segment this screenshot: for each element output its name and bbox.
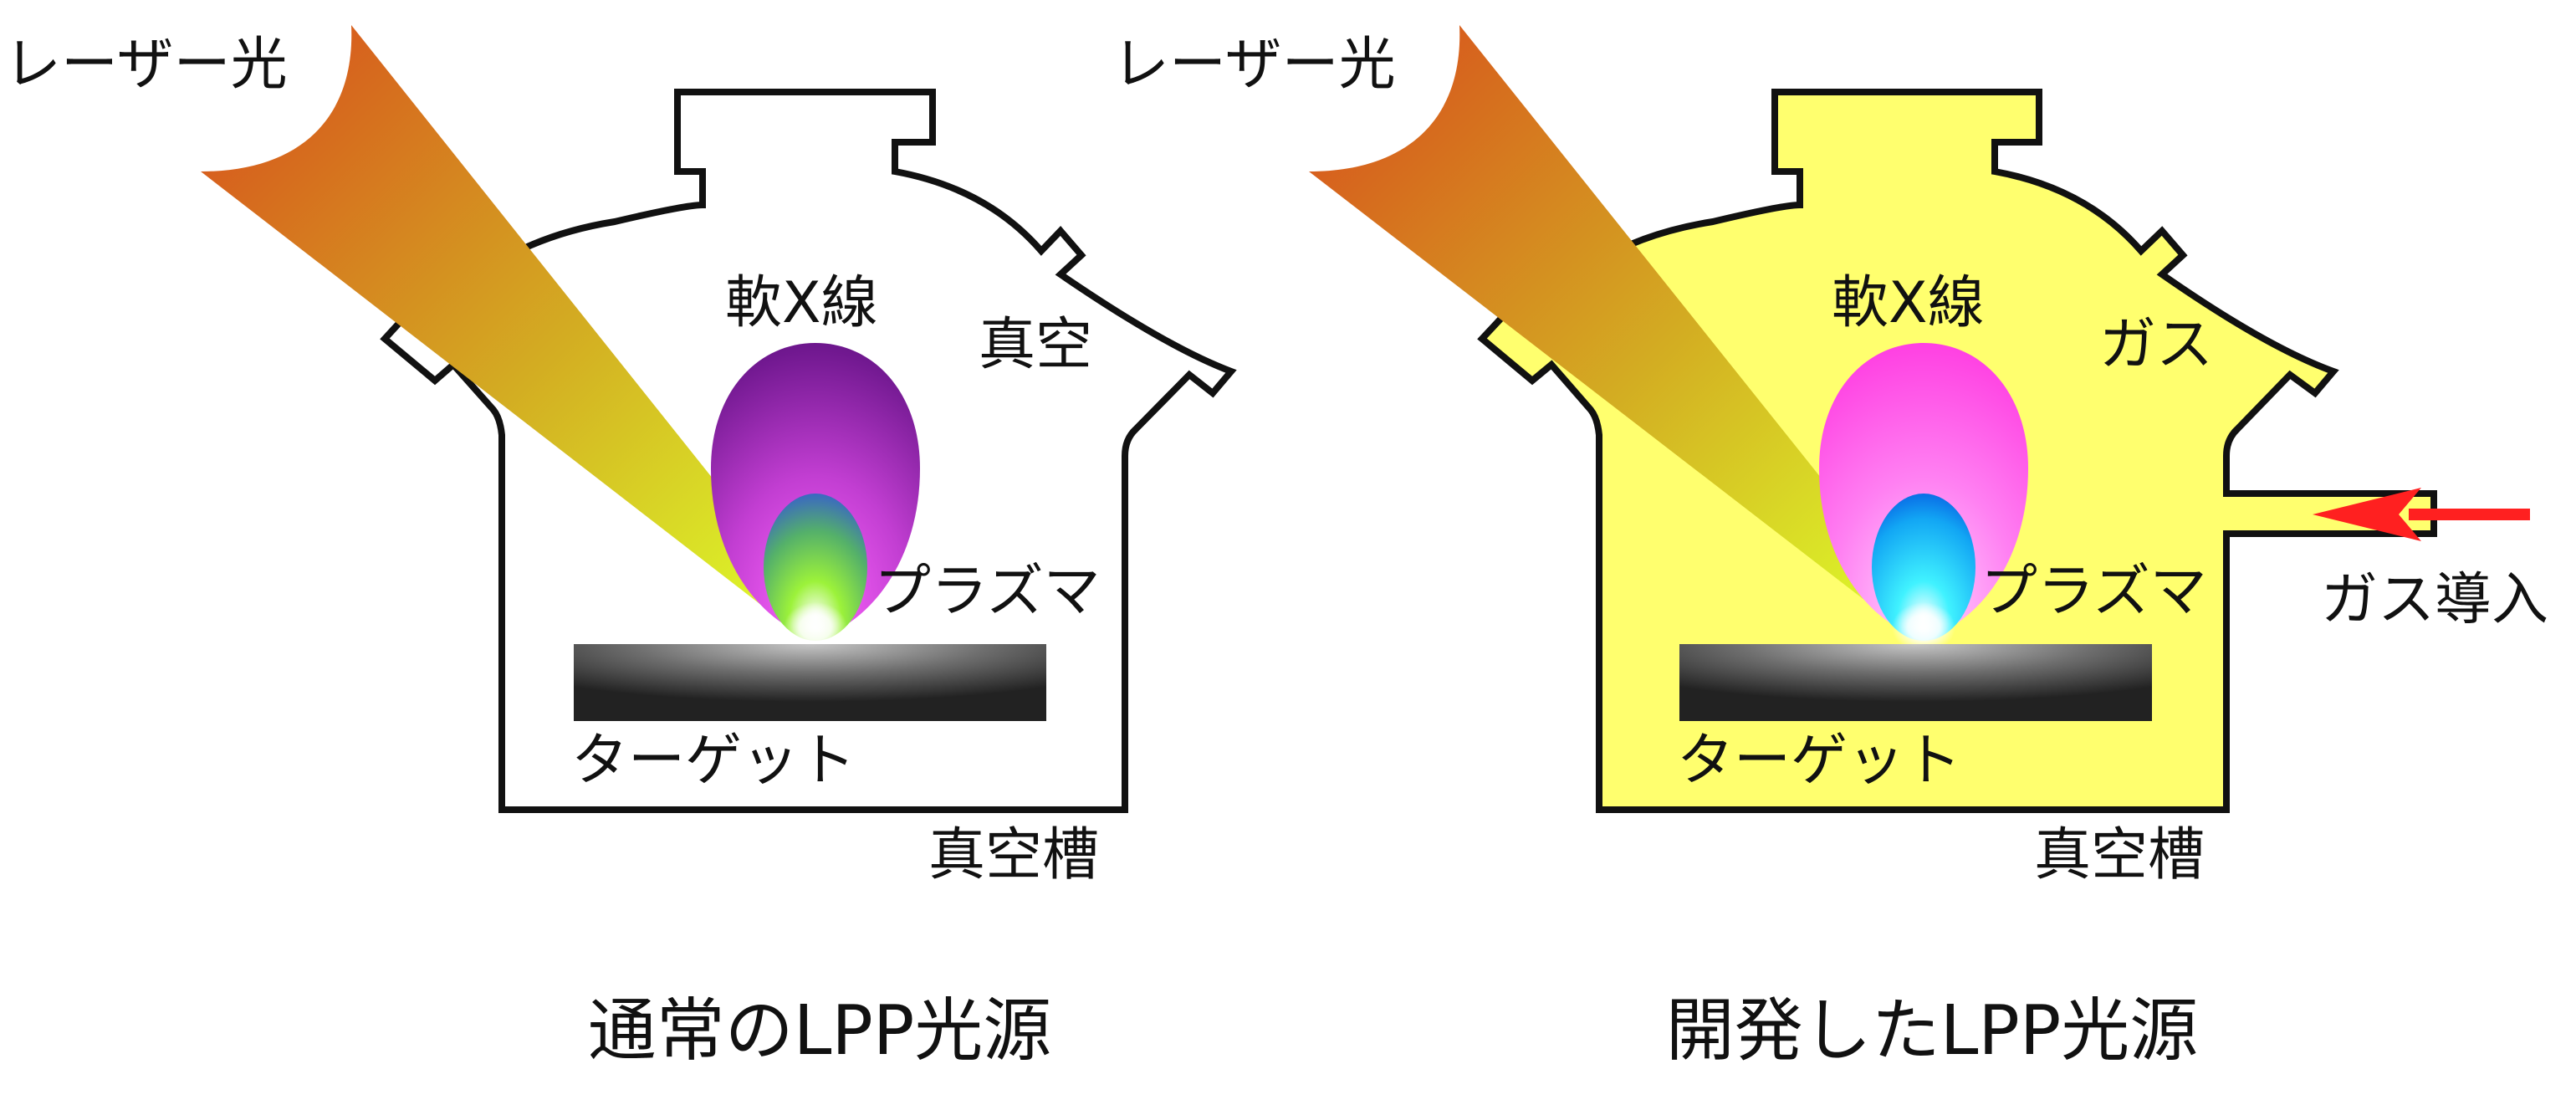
soft-xray-label: 軟X線 [725,270,878,336]
target-label: ターゲット [571,728,856,794]
gas-inlet-label: ガス導入 [2321,567,2548,633]
plasma [1872,494,1975,641]
soft-xray-label: 軟X線 [1832,270,1985,336]
medium-label: ガス [2099,312,2213,378]
panel-caption: 開発したLPP光源 [1666,991,2199,1071]
panel-caption: 通常のLPP光源 [588,991,1052,1071]
plasma-label: プラズマ [874,559,1101,625]
chamber-label: 真空槽 [2034,822,2205,888]
soft-xray-emission [1819,343,2028,640]
target-label: ターゲット [1677,728,1961,794]
gas-inlet-arrow [2313,488,2530,541]
laser-label: レーザー光 [1112,32,1396,98]
laser-label: レーザー光 [4,32,288,98]
chamber-label: 真空槽 [928,822,1099,888]
plasma-label: プラズマ [1981,559,2207,625]
plasma-hotspot [784,602,847,652]
target [1679,644,2152,721]
plasma-hotspot [1892,602,1955,652]
plasma [764,494,867,641]
target [574,644,1046,721]
soft-xray-emission [711,343,920,640]
conventional-lpp-panel: レーザー光 軟X線 真空 プラズマ ターゲット 真空槽 通常のLPP光源 [4,25,1237,1071]
laser-beam [201,25,828,634]
medium-label: 真空 [979,312,1092,378]
laser-beam [1309,25,1937,634]
developed-lpp-panel: レーザー光 軟X線 ガス プラズマ ターゲット 真空槽 ガス導入 開発したLPP… [1112,25,2548,1071]
